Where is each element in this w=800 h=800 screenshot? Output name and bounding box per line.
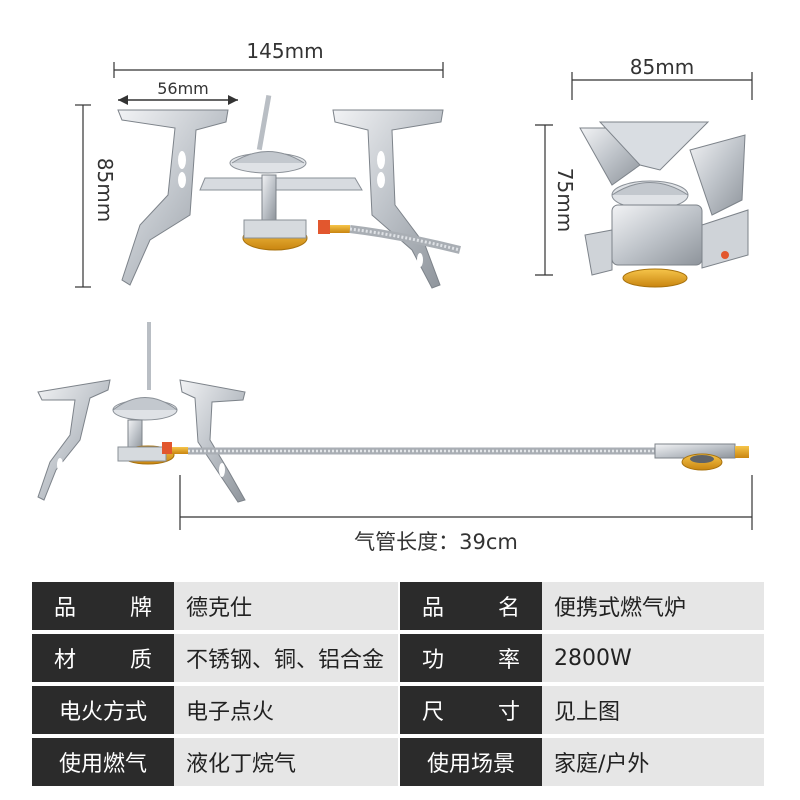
spec-key-fuel: 使用燃气 (32, 738, 174, 786)
spec-value-scenario: 家庭/户外 (542, 738, 764, 786)
spec-value-product-name: 便携式燃气炉 (542, 582, 764, 630)
dim-75-height: 75mm (553, 168, 577, 232)
spec-key-brand: 品牌 (32, 582, 174, 630)
spec-key-size: 尺寸 (400, 686, 542, 734)
hose-length-label: 气管长度：39cm (354, 530, 518, 554)
spec-value-brand: 德克仕 (174, 582, 398, 630)
spec-value-material: 不锈钢、铜、铝合金 (174, 634, 398, 682)
spec-table: 品牌 德克仕 品名 便携式燃气炉 材质 不锈钢、铜、铝合金 功率 2800W 电… (32, 578, 764, 790)
table-row: 材质 不锈钢、铜、铝合金 功率 2800W (32, 634, 764, 682)
spec-key-material: 材质 (32, 634, 174, 682)
spec-key-ignition: 电火方式 (32, 686, 174, 734)
spec-value-ignition: 电子点火 (174, 686, 398, 734)
dim-56: 56mm (157, 79, 209, 98)
table-row: 品牌 德克仕 品名 便携式燃气炉 (32, 582, 764, 630)
dim-145: 145mm (246, 39, 323, 63)
dim-85-height: 85mm (93, 158, 117, 222)
stove-folded-view: 85mm 75mm (535, 55, 753, 288)
table-row: 电火方式 电子点火 尺寸 见上图 (32, 686, 764, 734)
stove-with-hose-view: 气管长度：39cm (37, 322, 753, 554)
product-photos: 145mm 56mm 85mm (37, 39, 753, 554)
spec-value-size: 见上图 (542, 686, 764, 734)
dim-85-width: 85mm (630, 55, 694, 79)
spec-key-product-name: 品名 (400, 582, 542, 630)
spec-value-fuel: 液化丁烷气 (174, 738, 398, 786)
spec-key-scenario: 使用场景 (400, 738, 542, 786)
stove-front-view: 145mm 56mm 85mm (75, 39, 461, 289)
table-row: 使用燃气 液化丁烷气 使用场景 家庭/户外 (32, 738, 764, 786)
spec-value-power: 2800W (542, 634, 764, 682)
spec-key-power: 功率 (400, 634, 542, 682)
